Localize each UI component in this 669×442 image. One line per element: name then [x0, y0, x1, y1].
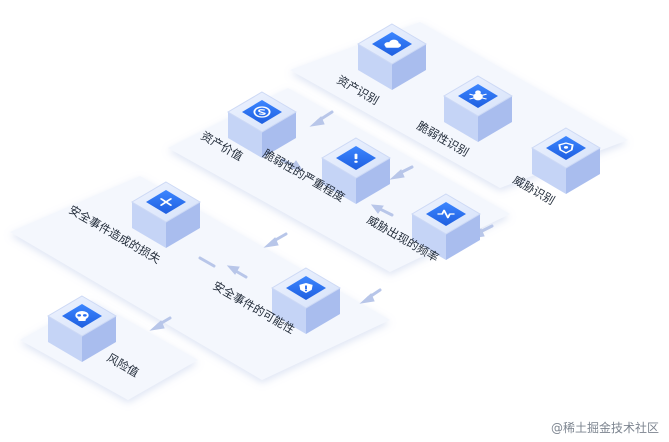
vulnerability-identification-node — [443, 75, 513, 142]
cube-right — [392, 44, 426, 90]
close-icon — [160, 198, 172, 206]
watermark: @稀土掘金技术社区 — [550, 421, 659, 435]
arrow-asset-id-to-value — [309, 110, 334, 127]
risk-value-node — [47, 295, 117, 362]
bug-icon — [469, 90, 487, 101]
cube-left — [532, 148, 566, 194]
arrow-value-to-severity — [280, 158, 304, 171]
arrow-likelihood-to-loss — [226, 265, 248, 279]
threat-frequency-node — [411, 193, 481, 260]
cube-left — [358, 44, 392, 90]
cube-left — [444, 96, 478, 142]
cloud-icon — [384, 39, 402, 48]
cube-left — [48, 316, 82, 362]
asset-value-node — [227, 91, 297, 158]
incident-likelihood-node — [271, 267, 341, 334]
cube-right — [478, 96, 512, 142]
asset-identification-node — [357, 23, 427, 90]
vulnerability-severity-node — [321, 137, 391, 204]
arrow-severity-to-loss — [263, 232, 288, 248]
cube-left — [322, 158, 356, 204]
incident-loss-node — [131, 181, 201, 248]
cube-right — [356, 158, 390, 204]
cube-left — [132, 202, 166, 248]
arrow-frequency-to-likelihood — [359, 288, 382, 304]
cube-right — [306, 288, 340, 334]
arrow-frequency-to-severity — [370, 204, 394, 217]
shield-icon — [558, 142, 574, 154]
threat-identification-node — [531, 127, 601, 194]
cube-left — [272, 288, 306, 334]
arrow-loss-to-likelihood — [198, 256, 216, 268]
cube-left — [412, 214, 446, 260]
warning-shield-icon — [299, 283, 313, 293]
cube-right — [82, 316, 116, 362]
arrow-loss-to-risk — [149, 316, 172, 331]
alert-icon — [354, 153, 358, 163]
pulse-icon — [437, 209, 455, 219]
currency-icon — [253, 106, 271, 118]
platform-third — [10, 176, 390, 380]
cube-right — [566, 148, 600, 194]
skull-icon — [75, 311, 89, 321]
arrow-vuln-id-to-severity — [389, 165, 414, 180]
cube-right — [262, 112, 296, 158]
cube-left — [228, 112, 262, 158]
cube-right — [166, 202, 200, 248]
cube-right — [446, 214, 480, 260]
